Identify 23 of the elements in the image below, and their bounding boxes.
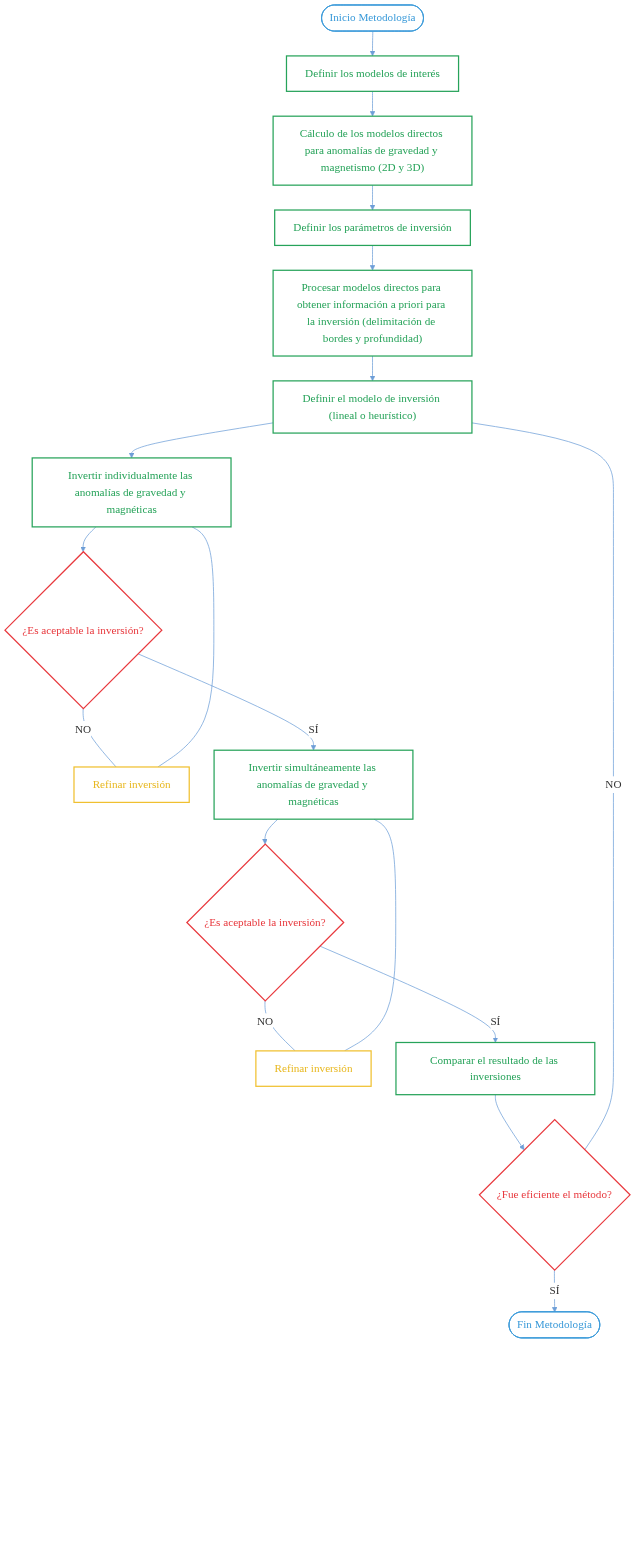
node-diamond: ¿Es aceptable la inversión? bbox=[4, 550, 163, 710]
node-box: Definir el modelo de inversión (lineal o heurístico) bbox=[272, 380, 473, 434]
node-box: Definir los modelos de interés bbox=[285, 55, 460, 92]
node-diamond: ¿Fue eficiente el método? bbox=[478, 1118, 631, 1272]
node-box: Invertir individualmente las anomalías de gravedad y magnéticas bbox=[31, 457, 232, 528]
edge-label: SÍ bbox=[549, 1284, 560, 1297]
connector bbox=[344, 818, 397, 1052]
edge-label: NO bbox=[75, 722, 92, 736]
node-box: Definir los parámetros de inversión bbox=[274, 209, 471, 247]
connector bbox=[157, 526, 215, 768]
node-box: Refinar inversión bbox=[255, 1050, 372, 1087]
edge-label: NO bbox=[605, 778, 622, 791]
edge-label: NO bbox=[256, 1015, 274, 1028]
node-box: Refinar inversión bbox=[73, 766, 190, 803]
edge-label: SÍ bbox=[490, 1015, 501, 1028]
edge-label: SÍ bbox=[308, 722, 319, 736]
node-box: Cálculo de los modelos directos para anomalías de gravedad y magnetismo (2D y 3D) bbox=[272, 115, 473, 186]
node-box: Procesar modelos directos para obtener información a priori para la inversión (delimitación de bordes y profundidad) bbox=[272, 269, 473, 357]
connector bbox=[264, 1000, 296, 1052]
connector bbox=[82, 708, 117, 768]
node-box: Invertir simultáneamente las anomalías de gravedad y magnéticas bbox=[213, 749, 414, 820]
node-diamond: ¿Es aceptable la inversión? bbox=[186, 843, 345, 1002]
node-box: Comparar el resultado de las inversiones bbox=[395, 1041, 596, 1096]
